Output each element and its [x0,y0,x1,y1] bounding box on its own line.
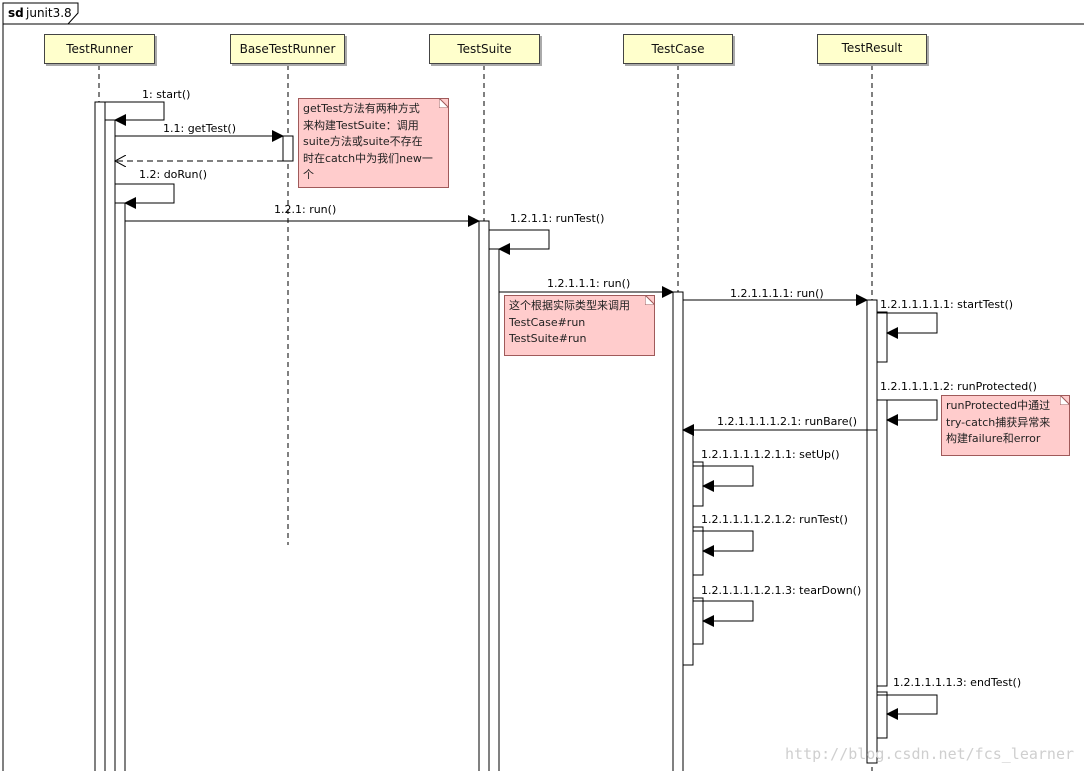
lifeline-basetestrunner-label: BaseTestRunner [239,42,336,56]
lifeline-testcase: TestCase [623,34,733,64]
activation-testresult-runprotected [876,399,888,687]
lifeline-testsuite-label: TestSuite [457,42,512,56]
note-run-dispatch: 这个根据实际类型来调用 TestCase#run TestSuite#run [504,295,655,356]
activation-testsuite [478,220,490,771]
activation-testcase-runtest [692,526,704,576]
note-gettest-line: getTest方法有两种方式 [303,102,420,115]
note-fold-icon [645,295,655,305]
note-runprotected-line: try-catch捕获异常来 [946,415,1051,429]
note-run-dispatch-line: TestCase#run [509,315,586,329]
label-endtest: 1.2.1.1.1.1.3: endTest() [893,676,1021,689]
watermark: http://blog.csdn.net/fcs_learner [785,745,1074,763]
message-runprotected-arrow [877,399,938,426]
activation-testcase-setup [692,461,704,507]
note-run-dispatch-line: 这个根据实际类型来调用 [509,299,630,312]
activation-testresult-starttest [876,311,888,363]
lifeline-testcase-label: TestCase [651,42,705,56]
message-endtest-arrow [877,694,938,720]
label-setup: 1.2.1.1.1.1.2.1.1: setUp() [701,448,840,461]
activation-testsuite-runtest [488,248,500,771]
label-teardown: 1.2.1.1.1.1.2.1.3: tearDown() [701,584,861,597]
label-case-runtest: 1.2.1.1.1.1.2.1.2: runTest() [701,513,848,526]
message-teardown-arrow [693,600,754,627]
activation-testcase-runbare [682,429,694,666]
activation-testcase [672,291,684,771]
label-runprotected: 1.2.1.1.1.1.2: runProtected() [880,380,1037,393]
note-gettest-line: 个 [303,168,314,181]
label-gettest: 1.1: getTest() [163,122,236,135]
lifeline-testrunner-label: TestRunner [66,42,133,56]
activation-testresult-endtest [876,691,888,739]
label-case-run: 1.2.1.1.1: run() [547,277,630,290]
label-dorun: 1.2: doRun() [139,168,207,181]
note-run-dispatch-line: TestSuite#run [509,332,587,345]
label-start: 1: start() [142,88,190,101]
message-starttest-arrow [877,312,938,339]
message-dorun-arrow [115,183,175,209]
activation-bars [94,101,888,771]
activation-basetestrunner [282,135,294,162]
activation-testrunner [94,101,106,771]
message-setup-arrow [693,465,754,492]
activation-testcase-teardown [692,597,704,645]
lifeline-testsuite: TestSuite [429,34,540,64]
note-gettest-line: suite方法或suite不存在 [303,135,423,148]
lifeline-testrunner: TestRunner [44,34,155,64]
note-runprotected: runProtected中通过 try-catch捕获异常来 构建failure… [941,395,1070,456]
note-gettest-line: 来构建TestSuite：调用 [303,118,419,132]
activation-testrunner-dorun [114,202,126,771]
message-suite-runtest-arrow [489,229,550,255]
frame-keyword: sd [8,6,24,20]
label-suite-run: 1.2.1: run() [274,203,336,216]
note-fold-icon [1060,395,1070,405]
lifeline-testresult-label: TestResult [841,41,903,55]
activation-testrunner-start [104,119,116,771]
note-gettest: getTest方法有两种方式 来构建TestSuite：调用 suite方法或s… [298,98,449,188]
note-gettest-line: 时在catch中为我们new一 [303,151,433,165]
note-runprotected-line: runProtected中通过 [946,399,1051,412]
lifeline-basetestrunner: BaseTestRunner [230,34,345,64]
lifeline-testresult: TestResult [817,34,927,64]
label-result-run: 1.2.1.1.1.1: run() [730,287,824,300]
note-fold-icon [439,98,449,108]
message-case-runtest-arrow [693,530,754,557]
activation-testresult [866,299,878,764]
note-runprotected-line: 构建failure和error [946,432,1041,445]
label-starttest: 1.2.1.1.1.1.1: startTest() [880,298,1013,311]
frame-title: junit3.8 [25,6,72,20]
label-suite-runtest: 1.2.1.1: runTest() [510,212,604,225]
messages [105,101,938,720]
label-runbare: 1.2.1.1.1.1.2.1: runBare() [717,415,857,428]
message-start-arrow [105,101,165,126]
message-labels: 1: start() 1.1: getTest() 1.2: doRun() 1… [139,88,1037,689]
